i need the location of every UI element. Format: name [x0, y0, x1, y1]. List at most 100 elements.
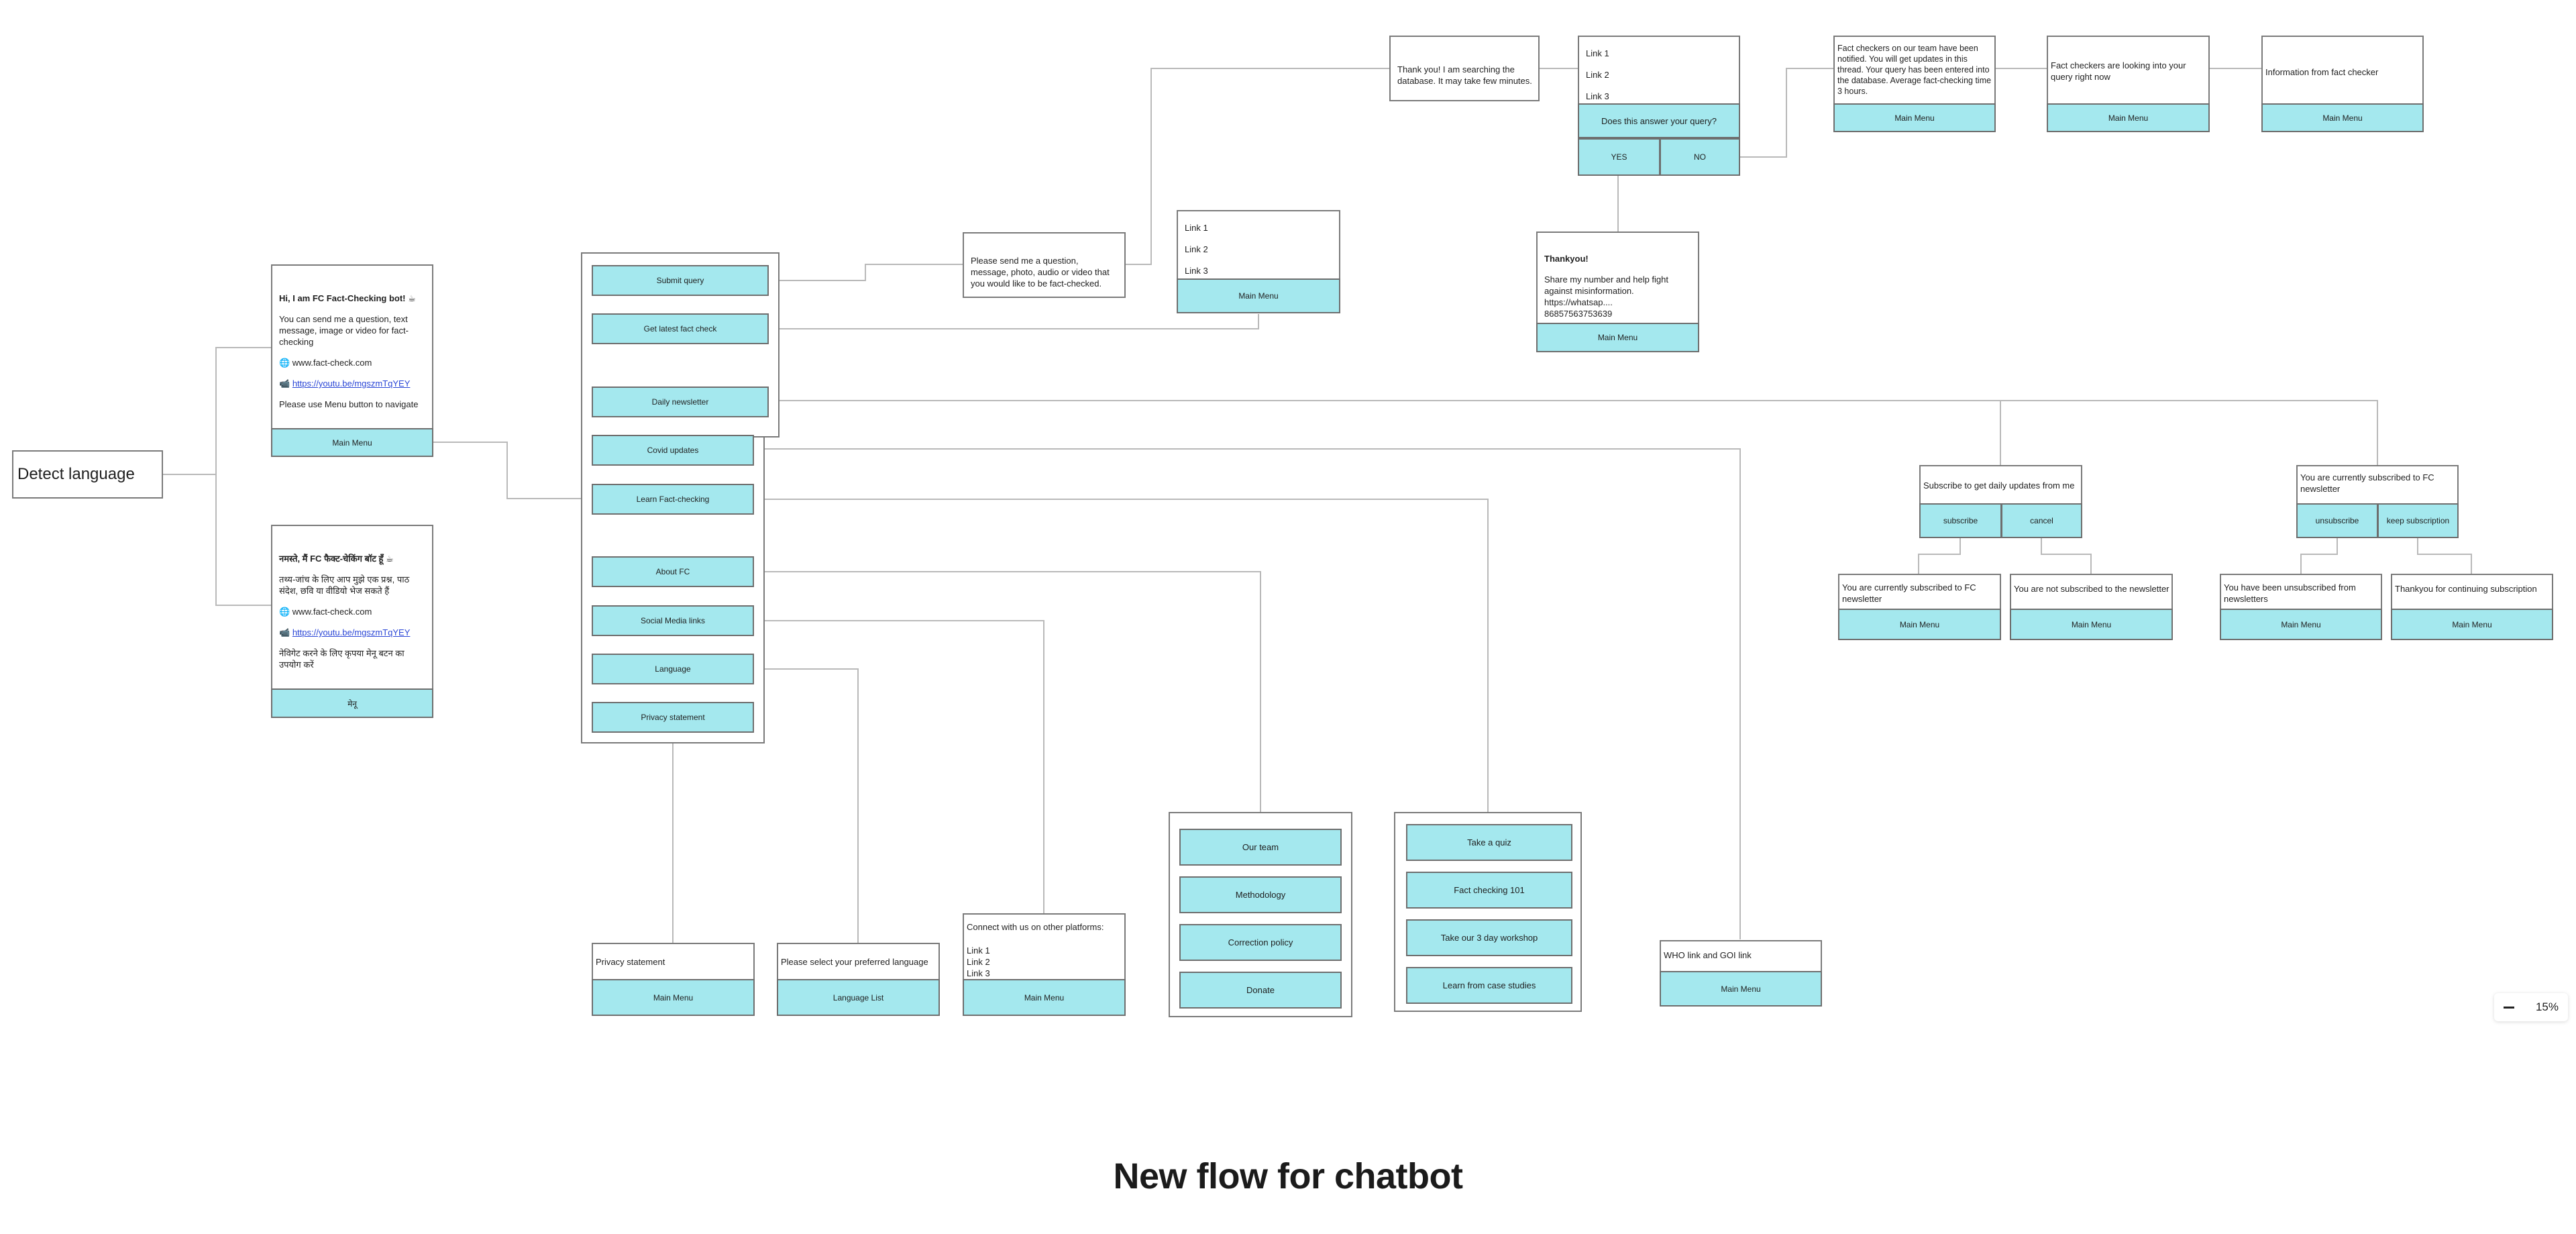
social-card: Connect with us on other platforms: Link… [963, 913, 1126, 1016]
video-icon: 📹 [279, 627, 290, 637]
menu-item-social-media[interactable]: Social Media links [592, 605, 754, 636]
phone-number: 86857563753639 [1544, 309, 1613, 319]
link-item[interactable]: Link 2 [1185, 244, 1208, 254]
thankyou-body: Share my number and help fight against m… [1544, 274, 1668, 296]
not-subscribed-card: You are not subscribed to the newsletter… [2010, 574, 2173, 640]
whatsapp-link[interactable]: https://whatsap.... [1544, 297, 1613, 307]
current-subscription-text: You are currently subscribed to FC newsl… [2300, 472, 2434, 494]
main-menu-button[interactable]: Main Menu [1536, 323, 1699, 352]
main-menu-button[interactable]: Main Menu [2261, 103, 2424, 132]
welcome-heading: Hi, I am FC Fact-Checking bot! ☕ [279, 293, 416, 303]
connector [2300, 538, 2338, 574]
main-menu-button[interactable]: Main Menu [2047, 103, 2210, 132]
connector [215, 474, 272, 606]
unsubscribed-card: You have been unsubscribed from newslett… [2220, 574, 2382, 640]
learn-fact-checking-101[interactable]: Fact checking 101 [1406, 872, 1572, 909]
no-button[interactable]: NO [1660, 138, 1740, 176]
connector [769, 314, 1259, 329]
welcome-intro-hindi: तथ्य-जांच के लिए आप मुझे एक प्रश्न, पाठ … [279, 574, 410, 596]
main-menu-button[interactable]: Main Menu [1838, 609, 2001, 640]
about-methodology[interactable]: Methodology [1179, 876, 1342, 913]
subscribe-text: Subscribe to get daily updates from me [1923, 480, 2075, 491]
submit-prompt-text: Please send me a question, message, phot… [971, 256, 1110, 289]
link-item[interactable]: Link 1 [967, 945, 990, 956]
thankyou-heading: Thankyou! [1544, 254, 1589, 264]
connector [1739, 68, 1834, 158]
not-subscribed-text: You are not subscribed to the newsletter [2014, 584, 2169, 594]
main-menu-button[interactable]: Main Menu [592, 979, 755, 1016]
connector [769, 264, 963, 281]
covid-text: WHO link and GOI link [1664, 950, 1752, 960]
privacy-card: Privacy statement Main Menu [592, 943, 755, 1016]
keep-subscription-button[interactable]: keep subscription [2377, 503, 2459, 538]
fc-notified-text: Fact checkers on our team have been noti… [1837, 44, 1992, 96]
thanks-continuing-text: Thankyou for continuing subscription [2395, 584, 2537, 594]
main-menu-button[interactable]: Main Menu [2010, 609, 2173, 640]
submit-prompt-card: Please send me a question, message, phot… [963, 232, 1126, 298]
zoom-out-icon[interactable] [2504, 1006, 2514, 1009]
link-item[interactable]: Link 3 [1185, 266, 1208, 276]
link-item[interactable]: Link 1 [1586, 48, 1609, 58]
subscribe-button[interactable]: subscribe [1919, 503, 2002, 538]
menu-item-submit-query[interactable]: Submit query [592, 265, 769, 296]
connector [2417, 538, 2472, 574]
welcome-card-english: Hi, I am FC Fact-Checking bot! ☕ You can… [271, 264, 433, 457]
connector [754, 499, 1489, 812]
zoom-level: 15% [2535, 1000, 2559, 1013]
welcome-hint-hindi: नेविगेट करने के लिए कृपया मेनू बटन का उप… [279, 648, 405, 670]
learn-take-quiz[interactable]: Take a quiz [1406, 824, 1572, 861]
menu-button-hindi[interactable]: मेनू [271, 688, 433, 718]
link-item[interactable]: Link 3 [967, 968, 990, 978]
social-heading: Connect with us on other platforms: [967, 922, 1104, 932]
about-donate[interactable]: Donate [1179, 972, 1342, 1009]
page-title: New flow for chatbot [1113, 1156, 1463, 1196]
learn-case-studies[interactable]: Learn from case studies [1406, 967, 1572, 1004]
main-menu-button[interactable]: Main Menu [2220, 609, 2382, 640]
language-list-button[interactable]: Language List [777, 979, 940, 1016]
link-item[interactable]: Link 1 [1185, 223, 1208, 233]
main-menu-button[interactable]: Main Menu [963, 979, 1126, 1016]
subscribed-result-text: You are currently subscribed to FC newsl… [1842, 582, 1976, 604]
video-link-hindi[interactable]: https://youtu.be/mgszmTqYEY [292, 627, 411, 637]
learn-workshop[interactable]: Take our 3 day workshop [1406, 919, 1572, 956]
about-correction-policy[interactable]: Correction policy [1179, 924, 1342, 961]
subscribe-card: Subscribe to get daily updates from me s… [1919, 465, 2082, 538]
fc-notified-card: Fact checkers on our team have been noti… [1833, 36, 1996, 132]
menu-item-language[interactable]: Language [592, 654, 754, 684]
language-card: Please select your preferred language La… [777, 943, 940, 1016]
unsubscribed-text: You have been unsubscribed from newslett… [2224, 582, 2356, 604]
video-link[interactable]: https://youtu.be/mgszmTqYEY [292, 378, 411, 389]
unsubscribe-button[interactable]: unsubscribe [2296, 503, 2378, 538]
link-item[interactable]: Link 2 [967, 957, 990, 967]
searching-text: Thank you! I am searching the database. … [1397, 64, 1532, 86]
menu-item-privacy[interactable]: Privacy statement [592, 702, 754, 733]
main-menu-button[interactable]: Main Menu [271, 428, 433, 457]
link-item[interactable]: Link 2 [1586, 70, 1609, 80]
answer-card: Link 1 Link 2 Link 3 Does this answer yo… [1578, 36, 1740, 176]
video-icon: 📹 [279, 378, 290, 389]
yes-button[interactable]: YES [1578, 138, 1660, 176]
welcome-hint: Please use Menu button to navigate [279, 399, 419, 409]
main-menu-button[interactable]: Main Menu [2391, 609, 2553, 640]
connector [1918, 538, 1961, 574]
menu-item-daily-newsletter[interactable]: Daily newsletter [592, 387, 769, 417]
menu-item-about-fc[interactable]: About FC [592, 556, 754, 587]
cancel-button[interactable]: cancel [2001, 503, 2082, 538]
welcome-site: 🌐 www.fact-check.com [279, 358, 372, 368]
fc-info-card: Information from fact checker Main Menu [2261, 36, 2424, 132]
link-item[interactable]: Link 3 [1586, 91, 1609, 101]
connector [754, 571, 1261, 812]
about-our-team[interactable]: Our team [1179, 829, 1342, 866]
menu-item-covid-updates[interactable]: Covid updates [592, 435, 754, 466]
detect-language-label: Detect language [17, 465, 135, 483]
subscribed-result-card: You are currently subscribed to FC newsl… [1838, 574, 2001, 640]
menu-item-learn-fact-checking[interactable]: Learn Fact-checking [592, 484, 754, 515]
covid-card: WHO link and GOI link Main Menu [1660, 940, 1822, 1007]
zoom-control: 15% [2494, 993, 2568, 1021]
main-menu-button[interactable]: Main Menu [1177, 278, 1340, 313]
main-menu-button[interactable]: Main Menu [1833, 103, 1996, 132]
welcome-intro: You can send me a question, text message… [279, 314, 409, 347]
menu-item-latest-fact-check[interactable]: Get latest fact check [592, 313, 769, 344]
welcome-site-hindi: 🌐 www.fact-check.com [279, 607, 372, 617]
main-menu-button[interactable]: Main Menu [1660, 971, 1822, 1007]
